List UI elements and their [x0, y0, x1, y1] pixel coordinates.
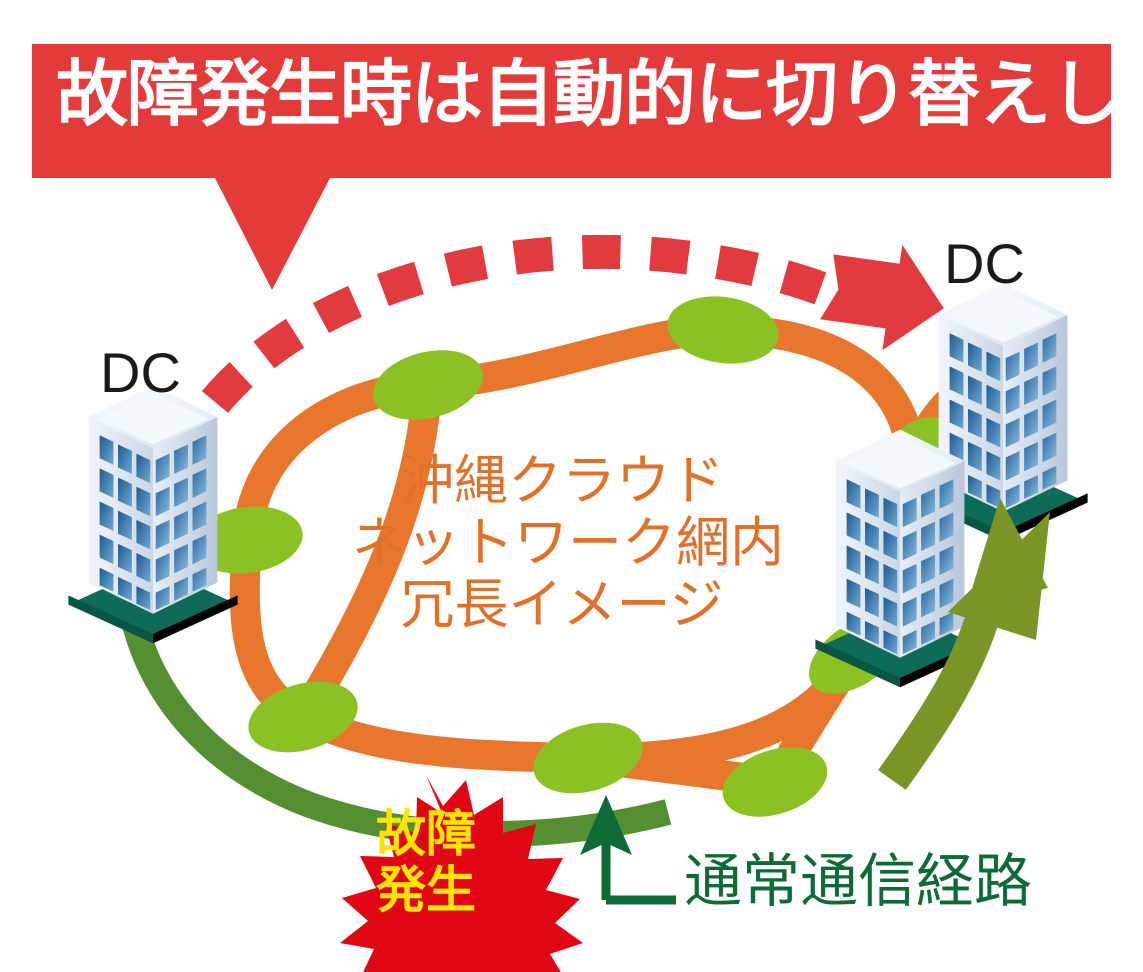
- reroute-arrow-green: [878, 498, 1050, 790]
- dc-label-left: DC: [100, 341, 181, 404]
- fault-badge-text: 故障 発生: [346, 806, 506, 918]
- center-label-line1: 沖縄クラウド: [400, 449, 724, 512]
- center-label: 沖縄クラウド ネットワーク網内 冗長イメージ: [352, 449, 784, 637]
- datacenter-left: [68, 385, 238, 644]
- ring-node: [533, 722, 643, 794]
- callout-banner-text: 故障発生時は自動的に切り替えします: [56, 52, 1143, 136]
- ring-node: [667, 296, 779, 364]
- ring-node: [248, 681, 358, 753]
- fault-badge-line1: 故障: [376, 805, 476, 863]
- failover-dashed-arc: [201, 234, 944, 413]
- dc-label-top-right: DC: [944, 232, 1025, 295]
- center-label-line2: ネットワーク網内: [352, 511, 784, 575]
- ring-node: [191, 506, 303, 574]
- normal-communication-path: [114, 538, 672, 847]
- callout-banner-tail: [215, 178, 330, 290]
- callout-banner-body: [32, 44, 1111, 178]
- legend-arrow-head: [580, 795, 632, 855]
- fault-starburst-badge: [340, 775, 583, 972]
- legend-leader: [601, 838, 676, 905]
- ring-node: [373, 350, 483, 420]
- center-label-line3: 冗長イメージ: [400, 573, 724, 637]
- legend-label: 通常通信経路: [684, 847, 1033, 915]
- ring-node: [722, 747, 828, 817]
- callout-banner: [32, 44, 1111, 290]
- fault-badge-line2: 発生: [376, 861, 476, 919]
